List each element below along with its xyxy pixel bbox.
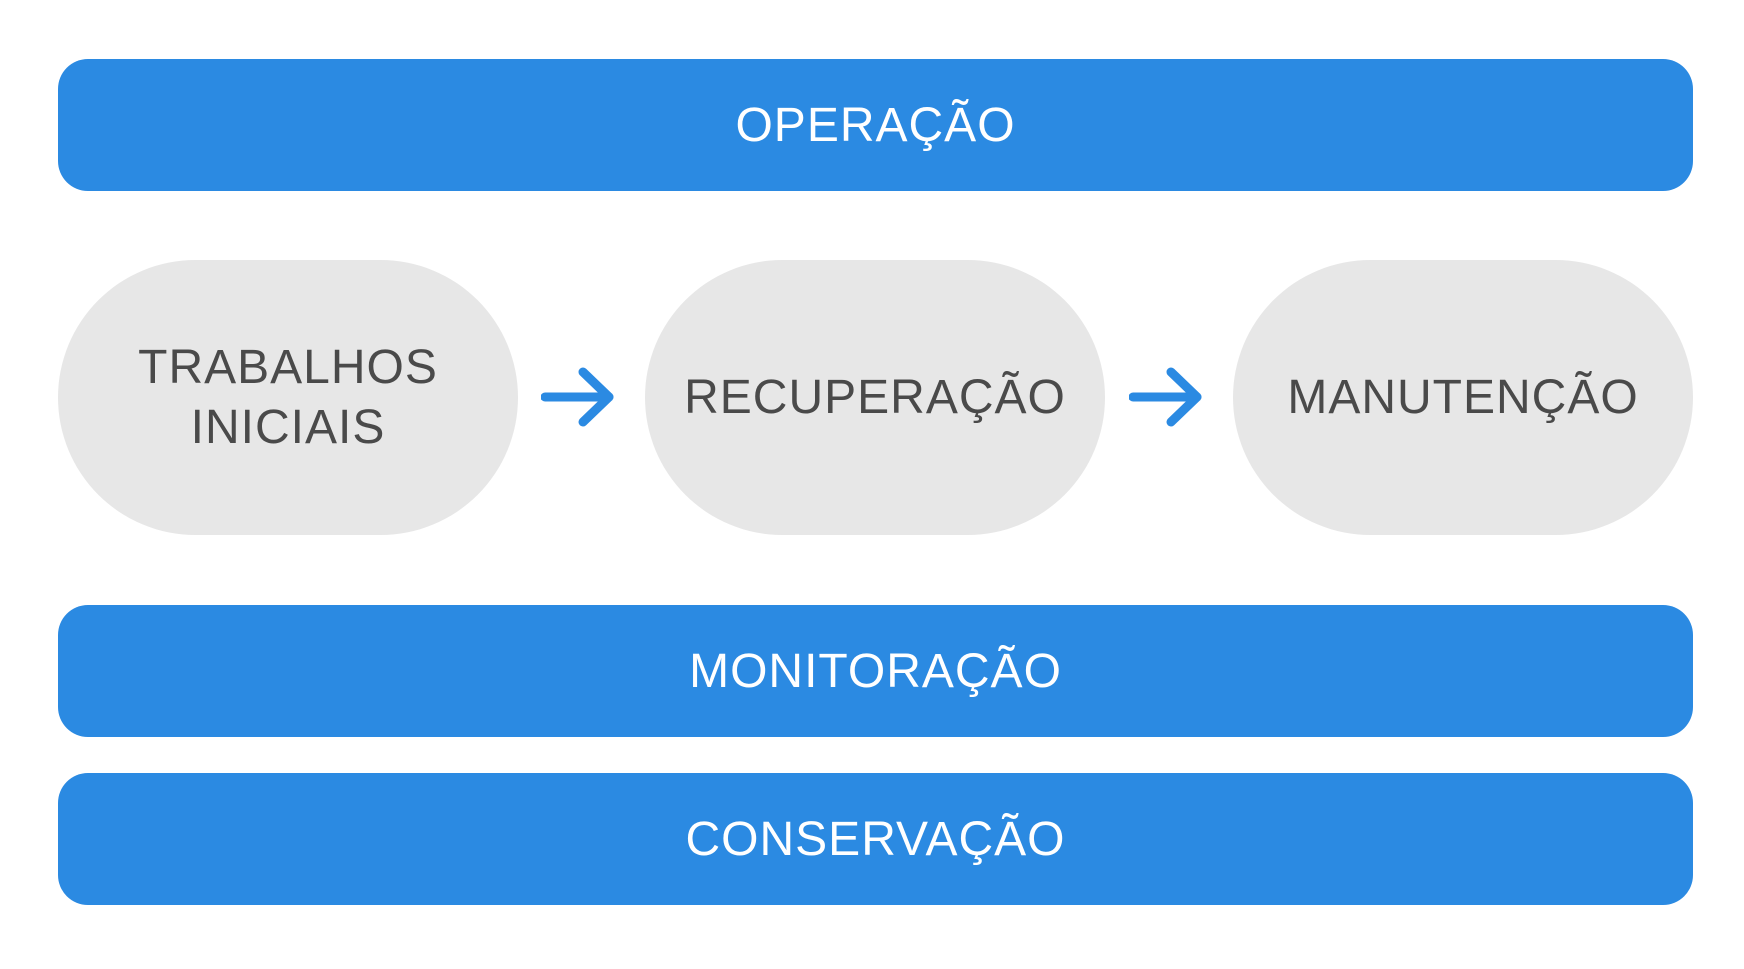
arrow-right-icon <box>1129 367 1202 427</box>
conservacao-bar: CONSERVAÇÃO <box>58 773 1693 905</box>
stage-recuperacao: RECUPERAÇÃO <box>645 260 1105 535</box>
monitoracao-label: MONITORAÇÃO <box>689 644 1062 698</box>
operacao-label: OPERAÇÃO <box>735 98 1016 152</box>
stage-label: TRABALHOS INICIAIS <box>138 338 438 458</box>
stage-manutencao: MANUTENÇÃO <box>1233 260 1693 535</box>
arrow-right-icon <box>541 367 614 427</box>
stage-label: MANUTENÇÃO <box>1287 368 1638 428</box>
operacao-bar: OPERAÇÃO <box>58 59 1693 191</box>
stage-label-line: MANUTENÇÃO <box>1287 370 1639 424</box>
stage-label-line: TRABALHOS <box>138 340 438 394</box>
stage-trabalhos-iniciais: TRABALHOS INICIAIS <box>58 260 518 535</box>
stage-label-line: RECUPERAÇÃO <box>684 370 1066 424</box>
stage-label: RECUPERAÇÃO <box>684 368 1066 428</box>
monitoracao-bar: MONITORAÇÃO <box>58 605 1693 737</box>
stage-label-line: INICIAIS <box>190 400 386 454</box>
conservacao-label: CONSERVAÇÃO <box>685 812 1066 866</box>
